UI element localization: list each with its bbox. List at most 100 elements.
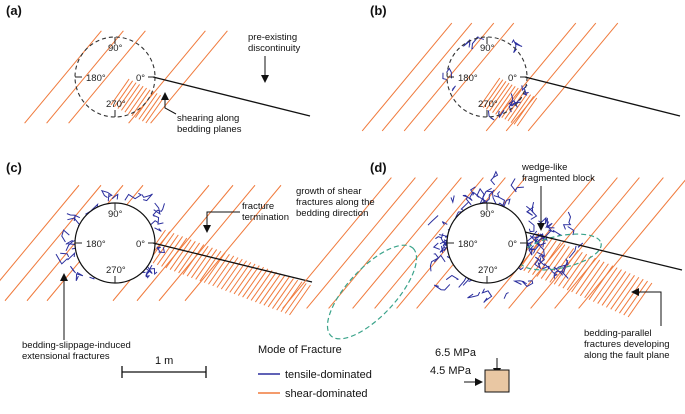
shear-fracture-line — [203, 252, 226, 283]
tensile-fracture-trace — [60, 252, 70, 258]
shear-fracture-line — [566, 255, 592, 291]
shear-fracture-line — [423, 22, 515, 132]
scale-label: 1 m — [155, 355, 173, 367]
shear-fracture-line — [254, 271, 277, 303]
annotation-shearing-1: shearing along — [177, 113, 239, 124]
shear-fracture-line — [578, 179, 685, 309]
panel-b: (b) 90° 180° 0° 270° — [361, 3, 681, 132]
shear-fracture-line — [575, 259, 601, 295]
tensile-fracture-trace — [158, 247, 166, 254]
panel-d: (d) 90° 180° 0° 270° growth of shear fra… — [282, 160, 685, 361]
shear-growth-zone — [326, 244, 418, 340]
shear-fracture-line — [289, 284, 311, 316]
shear-fracture-line — [361, 22, 453, 132]
tensile-fracture-trace — [451, 85, 456, 92]
tensile-fracture-trace — [503, 292, 509, 299]
shear-fracture-line — [173, 241, 196, 272]
annotation-bedding-parallel-3: along the fault plane — [584, 350, 670, 361]
annotation-pre-existing-1: pre-existing — [248, 32, 297, 43]
tensile-fracture-trace — [111, 193, 119, 200]
tensile-fracture-trace — [548, 229, 562, 236]
shear-fracture-line — [579, 261, 605, 297]
tensile-fracture-trace — [534, 256, 542, 262]
tensile-fracture-trace — [553, 259, 569, 279]
tensile-fracture-trace — [525, 205, 538, 220]
legend-title: Mode of Fracture — [258, 344, 342, 356]
shear-fractures-b — [361, 22, 619, 132]
annotation-wedge-1: wedge-like — [521, 162, 567, 173]
deg-0-d: 0° — [508, 239, 517, 250]
tensile-fracture-trace — [528, 248, 533, 256]
tensile-fracture-trace — [534, 258, 542, 270]
shear-fracture-line — [250, 270, 273, 301]
shear-fracture-line — [127, 87, 148, 115]
shear-fracture-line — [267, 276, 290, 308]
deg-0-b: 0° — [508, 73, 517, 84]
shear-fracture-line — [150, 30, 228, 124]
tensile-fracture-trace — [55, 253, 68, 265]
tensile-fracture-trace — [152, 214, 164, 225]
panel-label-d: (d) — [370, 160, 387, 175]
tensile-fracture-trace — [462, 39, 471, 48]
tensile-fracture-trace — [153, 202, 161, 216]
shear-fracture-line — [479, 77, 501, 107]
tensile-fracture-trace — [510, 178, 517, 193]
tensile-fracture-trace — [493, 195, 500, 198]
shear-fracture-line — [186, 245, 209, 277]
tensile-fracture-trace — [141, 193, 153, 202]
shear-fracture-line — [527, 22, 619, 132]
shear-fracture-line — [233, 263, 256, 295]
stress-horizontal-label: 4.5 MPa — [430, 365, 472, 377]
deg-180-b: 180° — [458, 73, 478, 84]
deg-270-b: 270° — [478, 99, 498, 110]
tensile-fracture-trace — [469, 186, 476, 195]
shear-fracture-line — [588, 265, 614, 300]
shear-fracture-line — [138, 93, 158, 120]
shear-fracture-line — [562, 253, 588, 289]
annotation-slippage-1: bedding-slippage-induced — [22, 340, 131, 351]
tensile-fracture-trace — [90, 203, 99, 212]
deg-270-c: 270° — [106, 265, 126, 276]
shear-fracture-line — [191, 247, 213, 279]
shear-fracture-line — [492, 84, 513, 113]
annotation-fracture-2: termination — [242, 212, 289, 223]
annotation-fracture-1: fracture — [242, 201, 274, 212]
tensile-fracture-trace — [494, 198, 511, 209]
shear-fracture-line — [195, 249, 218, 280]
tensile-fracture-trace — [543, 263, 550, 268]
deg-270-d: 270° — [478, 265, 498, 276]
discontinuity-line-a — [152, 76, 311, 117]
tensile-fracture-trace — [532, 233, 545, 248]
shear-fracture-line — [374, 177, 484, 309]
deg-90-b: 90° — [480, 43, 495, 54]
legend-shear-label: shear-dominated — [285, 388, 368, 400]
tensile-fracture-trace — [156, 246, 161, 252]
deg-90-c: 90° — [108, 209, 123, 220]
annotation-growth-3: bedding direction — [296, 208, 368, 219]
annotation-wedge-2: fragmented block — [522, 173, 595, 184]
tensile-fracture-trace — [498, 109, 505, 119]
tensile-fracture-trace — [67, 252, 76, 261]
shear-fracture-line — [158, 184, 256, 302]
tensile-fracture-trace — [490, 170, 499, 186]
tensile-fracture-trace — [69, 265, 76, 274]
shear-fracture-line — [0, 184, 80, 282]
tensile-fracture-trace — [545, 221, 555, 229]
shear-fracture-line — [306, 177, 416, 309]
shear-fracture-line — [246, 268, 269, 300]
shear-fracture-line — [545, 246, 570, 281]
shear-fracture-line — [610, 275, 635, 310]
shear-fracture-line — [540, 244, 566, 279]
tensile-fracture-trace — [100, 189, 113, 198]
discontinuity-line-d — [524, 231, 683, 271]
tensile-fracture-trace — [66, 213, 81, 222]
shear-fracture-line — [623, 280, 648, 316]
panel-label-b: (b) — [370, 3, 387, 18]
shear-fracture-line — [145, 96, 165, 124]
shear-fracture-line — [169, 239, 192, 270]
ticks-a — [75, 37, 155, 117]
tensile-fracture-trace — [542, 265, 550, 270]
shear-fracture-line — [485, 81, 507, 110]
tensile-fracture-trace — [462, 192, 474, 201]
shear-fracture-line — [237, 265, 260, 296]
